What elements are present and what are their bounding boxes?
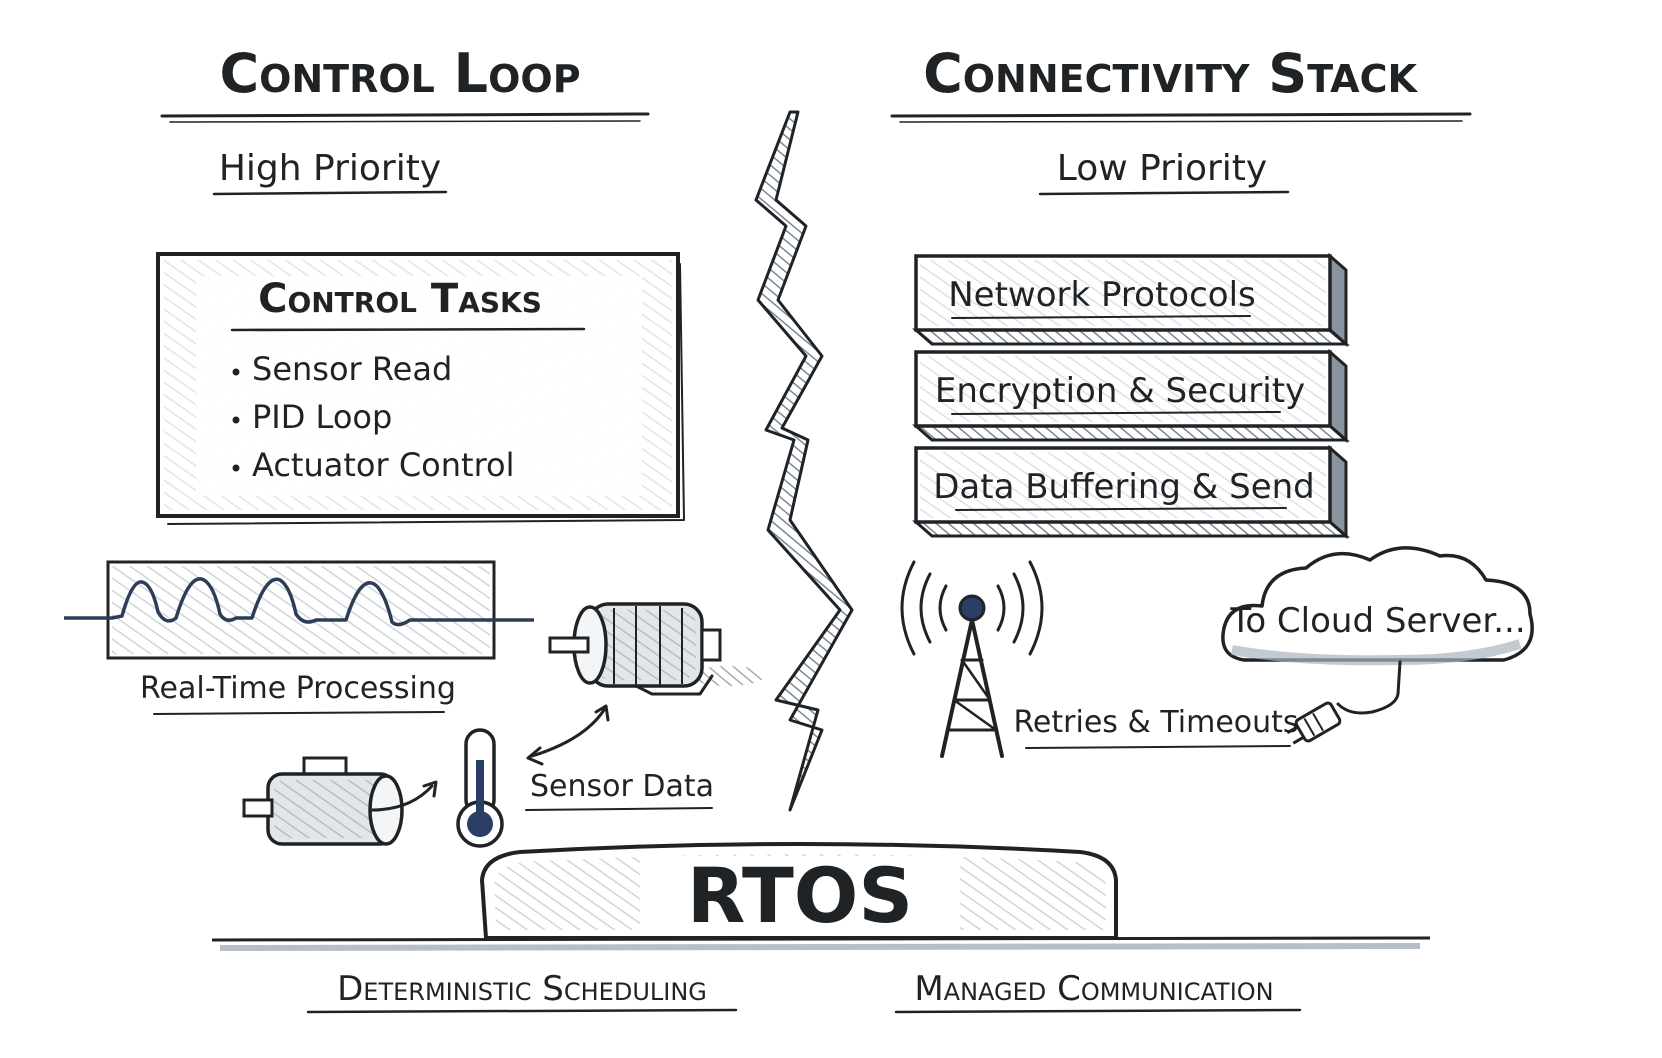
lightning-divider [754, 110, 854, 812]
stack-label-network: Network Protocols [948, 275, 1256, 315]
control-loop-underline [160, 112, 650, 118]
control-loop-title: Control Loop [219, 42, 580, 105]
task-item-pid-loop: PID Loop [252, 398, 392, 436]
deterministic-scheduling-label: Deterministic Scheduling [337, 969, 707, 1009]
low-priority-label: Low Priority [1057, 148, 1267, 189]
deterministic-underline [306, 1008, 738, 1014]
cloud-label: To Cloud Server... [1229, 601, 1525, 641]
control-tasks-list: Sensor Read PID Loop Actuator Control [232, 350, 514, 484]
connectivity-underline-2 [899, 120, 1463, 123]
control-tasks-title: Control Tasks [258, 276, 542, 322]
high-priority-label: High Priority [219, 148, 441, 189]
rtos-platform [211, 842, 1431, 951]
antenna-icon [900, 560, 1044, 758]
sensor-data-label: Sensor Data [530, 769, 714, 804]
connectivity-stack-title: Connectivity Stack [923, 42, 1418, 105]
stack-layer-buffering [912, 444, 1350, 540]
encryption-underline [951, 411, 1281, 415]
managed-communication-label: Managed Communication [914, 969, 1273, 1009]
connectivity-underline [890, 112, 1472, 118]
low-priority-underline [1038, 190, 1290, 196]
thermometer-icon [456, 728, 504, 848]
task-item-sensor-read: Sensor Read [252, 350, 452, 388]
plug-icon [1286, 660, 1402, 745]
stack-label-buffering: Data Buffering & Send [933, 467, 1315, 507]
sensor-data-underline [525, 807, 713, 811]
buffering-underline [955, 507, 1287, 511]
realtime-underline [153, 711, 445, 715]
stack-layer-encryption [912, 348, 1350, 444]
stack-label-encryption: Encryption & Security [935, 371, 1305, 411]
sensor-arrows [370, 704, 610, 812]
network-underline [951, 315, 1251, 319]
realtime-waveform [64, 560, 534, 660]
task-item-actuator-control: Actuator Control [252, 446, 514, 484]
motor-icon [548, 602, 764, 696]
rtos-label: RTOS [687, 851, 913, 940]
retries-underline [1025, 745, 1291, 749]
high-priority-underline [212, 190, 448, 196]
retries-timeouts-label: Retries & Timeouts [1013, 705, 1298, 740]
bullet-icon [232, 416, 240, 424]
bullet-icon [232, 464, 240, 472]
control-tasks-underline [230, 327, 586, 332]
control-loop-underline-2 [169, 120, 641, 123]
cloud-icon [1221, 546, 1534, 666]
bullet-icon [232, 368, 240, 376]
managed-underline [894, 1008, 1302, 1014]
motor-icon [242, 756, 404, 846]
realtime-processing-label: Real-Time Processing [140, 671, 456, 706]
control-tasks-box [156, 252, 685, 525]
